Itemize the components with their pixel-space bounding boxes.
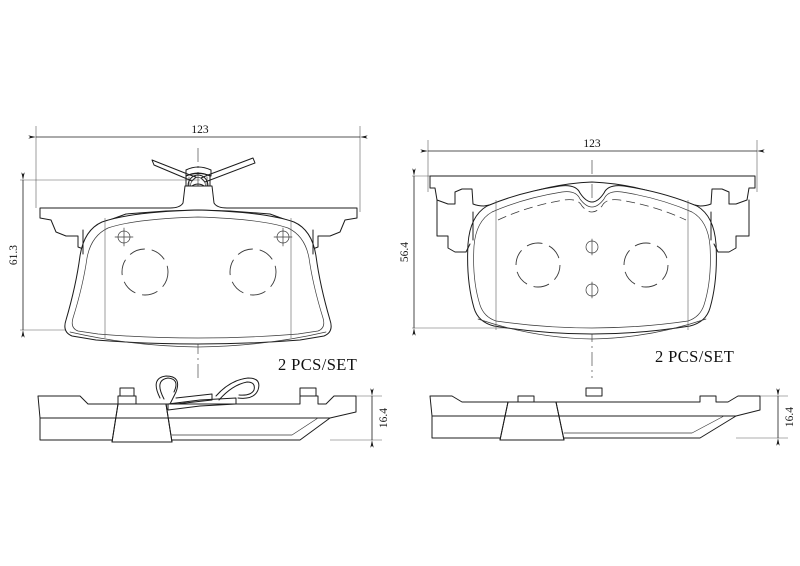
left-pad-side-section: 16.4 bbox=[37, 375, 390, 448]
left-section-thickness-dimension: 16.4 bbox=[330, 388, 390, 448]
left-pad-backing-holes bbox=[121, 248, 277, 296]
left-pad-width-dimension: 123 bbox=[28, 124, 368, 139]
left-pad-set-label: 2 PCS/SET bbox=[278, 355, 357, 374]
right-section-thickness-value: 16.4 bbox=[784, 407, 796, 427]
retaining-wire-clip bbox=[155, 375, 260, 411]
right-pad-center-crosshair-marks bbox=[585, 238, 599, 299]
right-pad-backing-holes bbox=[515, 242, 669, 288]
left-pad-front-view: 123 61.3 bbox=[8, 124, 368, 378]
right-pad-width-value: 123 bbox=[583, 138, 601, 150]
left-pad-crosshair-marks bbox=[114, 227, 293, 247]
left-pad-height-dimension: 61.3 bbox=[8, 172, 25, 338]
right-section-thickness-dimension: 16.4 bbox=[736, 388, 796, 446]
right-pad-side-section: 16.4 bbox=[429, 387, 796, 446]
right-pad-width-dimension: 123 bbox=[420, 138, 765, 153]
right-pad-body bbox=[429, 175, 756, 340]
left-pad-body bbox=[39, 185, 358, 348]
right-pad-height-value: 56.4 bbox=[399, 242, 411, 262]
left-pad-height-value: 61.3 bbox=[8, 245, 20, 265]
left-section-thickness-value: 16.4 bbox=[378, 408, 390, 428]
left-pad-width-value: 123 bbox=[191, 124, 209, 136]
right-pad-set-label: 2 PCS/SET bbox=[655, 347, 734, 366]
right-pad-front-view: 123 56.4 bbox=[399, 138, 765, 378]
right-pad-height-dimension: 56.4 bbox=[399, 168, 416, 336]
